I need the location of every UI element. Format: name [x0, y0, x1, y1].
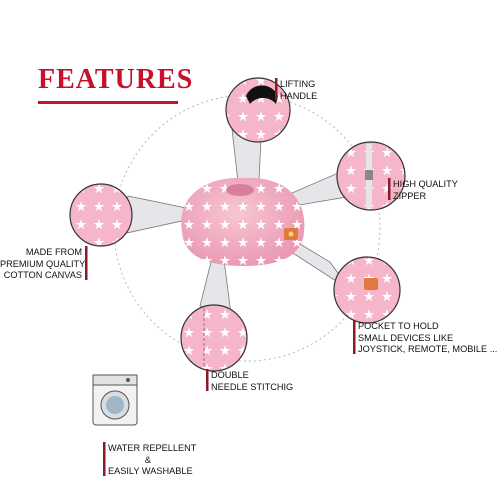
- canvas-label-line1: MADE FROM: [25, 247, 82, 257]
- handle-bar: [275, 78, 278, 100]
- handle-label-line2: HANDLE: [280, 90, 318, 101]
- pocket-label-line2: SMALL DEVICES LIKE: [358, 332, 454, 343]
- stitch-bar: [206, 369, 209, 391]
- stitch-detail-circle: [180, 304, 248, 372]
- handle-label: LIFTING HANDLE: [280, 79, 317, 102]
- pocket-label: POCKET TO HOLD SMALL DEVICES LIKE JOYSTI…: [358, 321, 497, 356]
- stitch-label: DOUBLE NEEDLE STITCHIG: [211, 370, 293, 393]
- pocket-tag-icon: [284, 228, 298, 240]
- zipper-pull-icon: [365, 170, 373, 180]
- canvas-label-line2: PREMIUM QUALITY: [0, 258, 86, 269]
- bag-handle-shape: [226, 184, 254, 196]
- label-bars: [85, 78, 391, 476]
- canvas-detail-circle: [69, 183, 133, 247]
- washing-machine-icon: [92, 374, 138, 426]
- washable-label-line1: WATER REPELLENT: [108, 443, 197, 453]
- pocket-label-line1: POCKET TO HOLD: [358, 321, 439, 331]
- washable-bar: [103, 442, 106, 476]
- zipper-label-line1: HIGH QUALITY: [393, 179, 458, 189]
- zipper-label-line2: ZIPPER: [393, 190, 427, 201]
- stitch-label-line1: DOUBLE: [211, 370, 249, 380]
- pocket-label-line3: JOYSTICK, REMOTE, MOBILE ...: [358, 344, 498, 354]
- pocket-icon: [364, 278, 378, 290]
- canvas-label: MADE FROM PREMIUM QUALITY COTTON CANVAS: [0, 247, 86, 282]
- bean-bag: [181, 177, 305, 266]
- title-underline: [38, 101, 178, 104]
- washable-label-line2: &: [144, 454, 152, 465]
- stitch-label-line2: NEEDLE STITCHIG: [211, 381, 294, 392]
- handle-strap-shape: [246, 85, 278, 104]
- pocket-bar: [353, 320, 356, 354]
- zipper-label: HIGH QUALITY ZIPPER: [393, 179, 458, 202]
- handle-label-line1: LIFTING: [280, 79, 316, 89]
- features-title: FEATURES: [38, 64, 194, 95]
- zipper-bar: [388, 178, 391, 200]
- washable-label-line3: EASILY WASHABLE: [108, 466, 193, 476]
- washable-label: WATER REPELLENT & EASILY WASHABLE: [108, 443, 196, 478]
- canvas-bar: [85, 246, 88, 280]
- pocket-detail-circle: [333, 256, 401, 324]
- handle-detail-circle: [225, 77, 291, 143]
- canvas-label-line3: COTTON CANVAS: [3, 270, 82, 280]
